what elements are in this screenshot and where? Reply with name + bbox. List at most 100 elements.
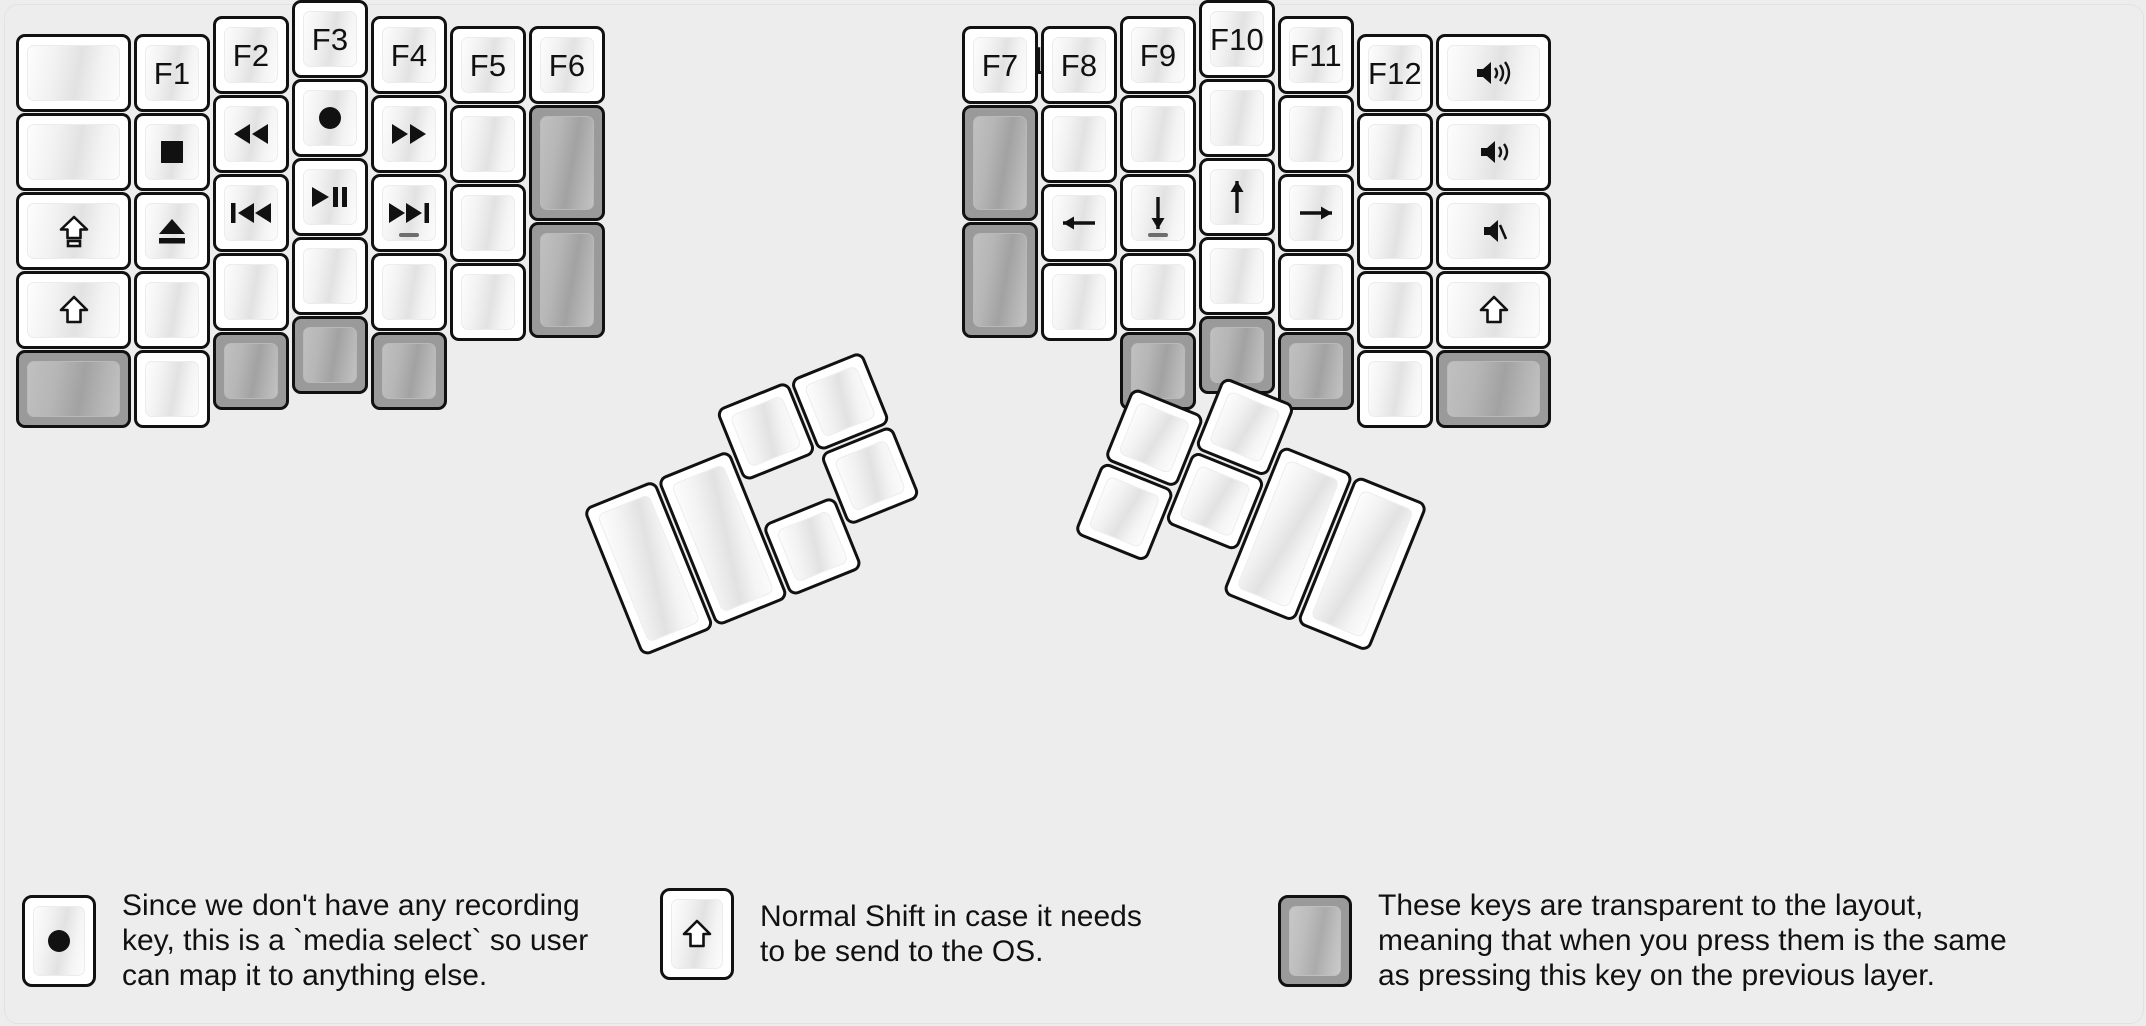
key-left-keyboard-half-c3-r0[interactable]: F3: [292, 0, 368, 78]
legend-text-shift: Normal Shift in case it needs to be send…: [760, 899, 1142, 968]
key-right-keyboard-half-c6-r1[interactable]: [1436, 113, 1551, 191]
key-left-keyboard-half-c2-r1[interactable]: [213, 95, 289, 173]
key-label: F11: [1290, 37, 1342, 73]
key-left-keyboard-half-c1-r1[interactable]: [134, 113, 210, 191]
key-label: F4: [390, 37, 428, 73]
key-right-keyboard-half-c0-r1[interactable]: [962, 105, 1038, 221]
key-right-keyboard-half-c3-r0[interactable]: F10: [1199, 0, 1275, 78]
key-left-keyboard-half-c3-r4[interactable]: [292, 316, 368, 394]
media-play-pause-icon: [310, 184, 350, 210]
key-left-keyboard-half-c5-r3[interactable]: [450, 263, 526, 341]
key-left-keyboard-half-c0-r0[interactable]: [16, 34, 131, 112]
key-label: F9: [1139, 37, 1177, 73]
key-left-keyboard-half-c1-r2[interactable]: [134, 192, 210, 270]
key-right-keyboard-half-c1-r3[interactable]: [1041, 263, 1117, 341]
legend-text-record: Since we don't have any recording key, t…: [122, 889, 589, 993]
key-left-keyboard-half-c0-r3[interactable]: [16, 271, 131, 349]
key-right-keyboard-half-c5-r1[interactable]: [1357, 113, 1433, 191]
key-right-keyboard-half-c1-r1[interactable]: [1041, 105, 1117, 183]
key-right-keyboard-half-c0-r0[interactable]: F7: [962, 26, 1038, 104]
key-right-keyboard-half-c3-r2[interactable]: [1199, 158, 1275, 236]
volume-up-icon: [1473, 58, 1515, 88]
arrow-right-icon: [1297, 200, 1335, 226]
key-label: F5: [469, 47, 507, 83]
key-left-keyboard-half-c5-r1[interactable]: [450, 105, 526, 183]
key-right-keyboard-half-c3-r3[interactable]: [1199, 237, 1275, 315]
legend-text-transparent: These keys are transparent to the layout…: [1378, 889, 2007, 993]
key-left-keyboard-half-c3-r2[interactable]: [292, 158, 368, 236]
key-right-keyboard-half-c4-r0[interactable]: F11: [1278, 16, 1354, 94]
key-right-keyboard-half-c2-r3[interactable]: [1120, 253, 1196, 331]
volume-down-icon: [1477, 137, 1511, 167]
key-right-keyboard-half-c4-r4[interactable]: [1278, 332, 1354, 410]
key-label: F2: [232, 37, 270, 73]
homing-bump-indicator: [399, 233, 419, 237]
legend-item-record: Since we don't have any recording key, t…: [22, 888, 588, 993]
key-left-keyboard-half-c2-r2[interactable]: [213, 174, 289, 252]
key-left-keyboard-half-c4-r3[interactable]: [371, 253, 447, 331]
key-left-keyboard-half-c0-r1[interactable]: [16, 113, 131, 191]
key-label: F10: [1209, 21, 1265, 57]
key-left-keyboard-half-c4-r2[interactable]: [371, 174, 447, 252]
media-stop-icon: [158, 138, 186, 166]
key-right-keyboard-half-c3-r1[interactable]: [1199, 79, 1275, 157]
media-prev-track-icon: [229, 200, 273, 226]
key-label: F7: [981, 47, 1019, 83]
key-left-keyboard-half-c2-r4[interactable]: [213, 332, 289, 410]
key-label: F8: [1060, 47, 1098, 83]
key-label: F12: [1367, 55, 1423, 91]
legend-item-transparent: These keys are transparent to the layout…: [1278, 888, 2007, 993]
key-left-keyboard-half-c5-r2[interactable]: [450, 184, 526, 262]
key-right-keyboard-half-c6-r0[interactable]: [1436, 34, 1551, 112]
key-right-keyboard-half-c2-r2[interactable]: [1120, 174, 1196, 252]
key-right-keyboard-half-c2-r0[interactable]: F9: [1120, 16, 1196, 94]
key-right-keyboard-half-c5-r4[interactable]: [1357, 350, 1433, 428]
arrow-left-icon: [1060, 210, 1098, 236]
key-right-keyboard-half-c1-r0[interactable]: F8: [1041, 26, 1117, 104]
caps-lock-icon: [59, 214, 89, 248]
volume-mute-icon: [1481, 216, 1507, 246]
media-record-icon: [44, 926, 74, 956]
key-left-keyboard-half-c4-r0[interactable]: F4: [371, 16, 447, 94]
key-right-keyboard-half-c2-r1[interactable]: [1120, 95, 1196, 173]
key-left-keyboard-half-c3-r1[interactable]: [292, 79, 368, 157]
arrow-down-icon: [1145, 194, 1171, 232]
key-left-keyboard-half-c1-r3[interactable]: [134, 271, 210, 349]
key-right-keyboard-half-c6-r4[interactable]: [1436, 350, 1551, 428]
key-left-keyboard-half-c5-r0[interactable]: F5: [450, 26, 526, 104]
key-left-keyboard-half-c1-r0[interactable]: F1: [134, 34, 210, 112]
shift-icon: [59, 294, 89, 326]
key-left-keyboard-half-c0-r4[interactable]: [16, 350, 131, 428]
key-left-keyboard-half-c4-r1[interactable]: [371, 95, 447, 173]
key-right-keyboard-half-c1-r2[interactable]: [1041, 184, 1117, 262]
key-left-keyboard-half-c0-r2[interactable]: [16, 192, 131, 270]
key-left-keyboard-half-c6-r2[interactable]: [529, 222, 605, 338]
key-left-keyboard-half-c6-r1[interactable]: [529, 105, 605, 221]
key-right-keyboard-half-c6-r2[interactable]: [1436, 192, 1551, 270]
key-left-keyboard-half-c4-r4[interactable]: [371, 332, 447, 410]
key-right-keyboard-half-c4-r1[interactable]: [1278, 95, 1354, 173]
key-left-keyboard-half-c6-r0[interactable]: F6: [529, 26, 605, 104]
key-right-keyboard-half-c5-r0[interactable]: F12: [1357, 34, 1433, 112]
key-label: F6: [548, 47, 586, 83]
key-left-keyboard-half-c2-r3[interactable]: [213, 253, 289, 331]
key-right-keyboard-half-c5-r3[interactable]: [1357, 271, 1433, 349]
media-record-icon: [315, 103, 345, 133]
media-rewind-icon: [231, 121, 271, 147]
key-right-keyboard-half-c5-r2[interactable]: [1357, 192, 1433, 270]
legend-key-shift: [660, 888, 734, 980]
key-label: F3: [311, 21, 349, 57]
shift-icon: [1479, 294, 1509, 326]
key-left-keyboard-half-c2-r0[interactable]: F2: [213, 16, 289, 94]
key-right-keyboard-half-c0-r2[interactable]: [962, 222, 1038, 338]
key-left-keyboard-half-c1-r4[interactable]: [134, 350, 210, 428]
shift-icon: [682, 918, 712, 950]
key-right-keyboard-half-c4-r3[interactable]: [1278, 253, 1354, 331]
legend-key-record: [22, 894, 96, 987]
key-right-keyboard-half-c6-r3[interactable]: [1436, 271, 1551, 349]
key-left-keyboard-half-c3-r3[interactable]: [292, 237, 368, 315]
media-eject-icon: [155, 216, 189, 246]
key-right-keyboard-half-c2-r4[interactable]: [1120, 332, 1196, 410]
key-right-keyboard-half-c4-r2[interactable]: [1278, 174, 1354, 252]
legend-key-transparent: [1278, 894, 1352, 987]
